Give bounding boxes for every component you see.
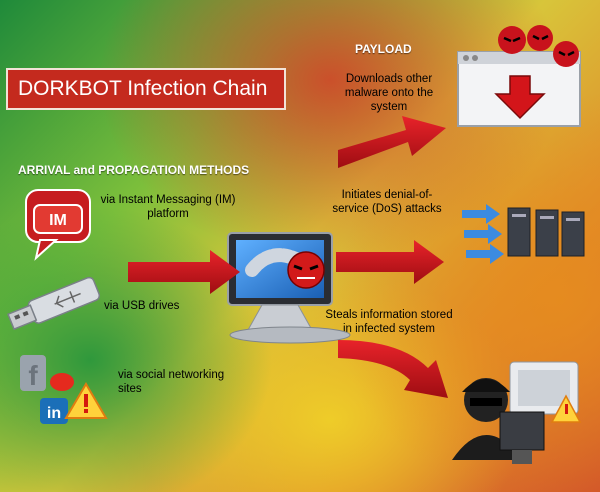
method-label-usb: via USB drives: [104, 300, 180, 312]
arrow-to-dos: [336, 240, 444, 284]
arrow-to-download: [338, 116, 446, 168]
infected-computer-icon: [227, 232, 351, 344]
payload-label-download: Downloads other malware onto the system: [344, 73, 434, 113]
social-icon-text: in: [47, 405, 61, 422]
payload-header: PAYLOAD: [355, 42, 412, 56]
arrow-into-computer: [128, 250, 240, 294]
payload-label-dos: Initiates denial-of-service (DoS) attack…: [332, 189, 442, 215]
svg-text:f: f: [28, 360, 38, 391]
usb-drive-icon: [7, 276, 101, 331]
page-title: DORKBOT Infection Chain: [6, 68, 286, 110]
im-chat-icon: IM: [25, 189, 91, 261]
arrival-methods-header: ARRIVAL and PROPAGATION METHODS: [18, 163, 250, 177]
im-icon-text: IM: [49, 212, 67, 229]
method-label-im: via Instant Messaging (IM) platform: [100, 194, 236, 220]
method-label-social: via social networking sites: [118, 369, 225, 395]
malware-download-icon: [457, 25, 581, 127]
social-network-icon: f in: [20, 355, 108, 424]
dos-servers-icon: [462, 204, 585, 264]
payload-label-steal: Steals information stored in infected sy…: [325, 309, 453, 335]
info-thief-icon: [452, 361, 582, 464]
arrow-to-steal: [338, 340, 448, 398]
